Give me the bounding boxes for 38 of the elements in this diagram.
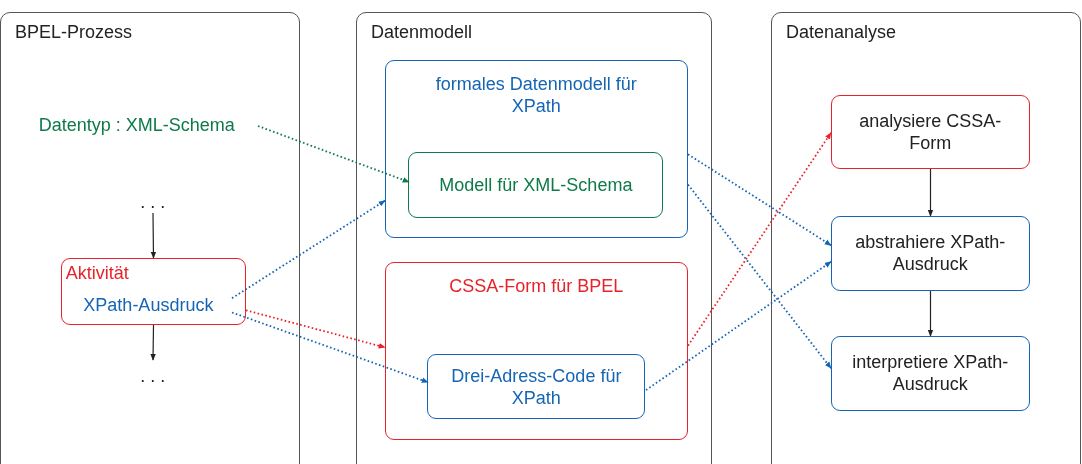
node-label: Aktivität (65, 262, 129, 283)
node-label: Datentyp : XML-Schema (38, 114, 235, 138)
process-box (427, 354, 646, 420)
node-label: interpretiere XPath-Ausdruck (851, 351, 1010, 396)
arrow (645, 260, 832, 391)
model-box (384, 261, 688, 440)
node-label: abstrahiere XPath-Ausdruck (854, 231, 1007, 276)
node-label: Modell für XML-Schema (439, 174, 633, 197)
lane-title: BPEL-Prozess (15, 22, 133, 42)
node-label: formales Datenmodell für XPath (435, 73, 637, 116)
activity-box (60, 257, 246, 325)
node-label: Drei-Adress-Code für XPath (450, 364, 623, 409)
lane-title: Datenanalyse (786, 22, 897, 42)
arrow (257, 125, 410, 183)
arrow (687, 131, 832, 347)
node-label: . . . (140, 365, 166, 386)
node-label: analysiere CSSA-Form (858, 109, 1003, 154)
arrow (150, 212, 157, 259)
arrow (687, 183, 832, 370)
node-label: CSSA-Form für BPEL (449, 275, 624, 296)
arrow (231, 199, 386, 300)
swimlane-panel (771, 12, 1081, 464)
arrow (687, 153, 832, 247)
swimlane-panel (356, 12, 712, 464)
node-label: XPath-Ausdruck (83, 293, 214, 317)
arrow (231, 311, 429, 384)
process-box (830, 335, 1030, 411)
swimlane-panel (0, 12, 300, 464)
arrow (927, 290, 934, 337)
process-box (830, 94, 1030, 169)
process-box (830, 215, 1030, 291)
node-label: . . . (140, 191, 166, 215)
arrow (245, 309, 386, 349)
arrow (927, 168, 934, 217)
model-box (384, 59, 688, 238)
process-box (408, 152, 664, 219)
lane-title: Datenmodell (371, 22, 473, 42)
arrow (150, 324, 156, 361)
